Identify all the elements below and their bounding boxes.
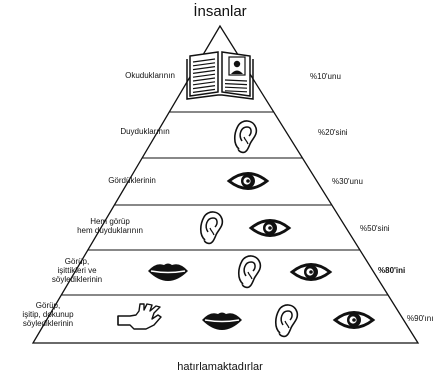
level-6-label: Görüp, işitip, dokunup söylediklerinin bbox=[22, 301, 74, 329]
level-5-percent: %80'ini bbox=[378, 266, 406, 275]
lips-icon bbox=[202, 312, 242, 330]
hand-icon bbox=[117, 303, 162, 330]
level-2-percent: %20'sini bbox=[318, 128, 348, 137]
level-3-label: Gördüklerinin bbox=[108, 176, 156, 185]
level-4-percent: %50'sini bbox=[360, 224, 390, 233]
eye-icon bbox=[289, 263, 333, 281]
level-4-label: Hem görüp hem duyduklarının bbox=[77, 217, 143, 236]
diagram-footer: hatırlamaktadırlar bbox=[177, 361, 263, 373]
eye-icon bbox=[248, 219, 292, 237]
ear-icon bbox=[199, 211, 224, 245]
level-2-label: Duyduklarının bbox=[120, 127, 170, 136]
level-1-percent: %10'unu bbox=[310, 72, 341, 81]
ear-icon bbox=[274, 304, 299, 338]
pyramid-outline bbox=[31, 24, 420, 344]
ear-icon bbox=[233, 120, 258, 154]
eye-icon bbox=[226, 172, 270, 190]
lips-icon bbox=[148, 263, 188, 281]
level-5-label: Görüp, işittikleri ve söylediklerinin bbox=[51, 257, 103, 285]
eye-icon bbox=[332, 311, 376, 329]
ear-icon bbox=[237, 255, 262, 289]
level-3-percent: %30'unu bbox=[332, 177, 363, 186]
level-6-percent: %90'ını bbox=[407, 314, 434, 323]
diagram-title: İnsanlar bbox=[193, 3, 247, 20]
book-icon bbox=[186, 51, 254, 100]
level-1-label: Okuduklarının bbox=[125, 71, 175, 80]
